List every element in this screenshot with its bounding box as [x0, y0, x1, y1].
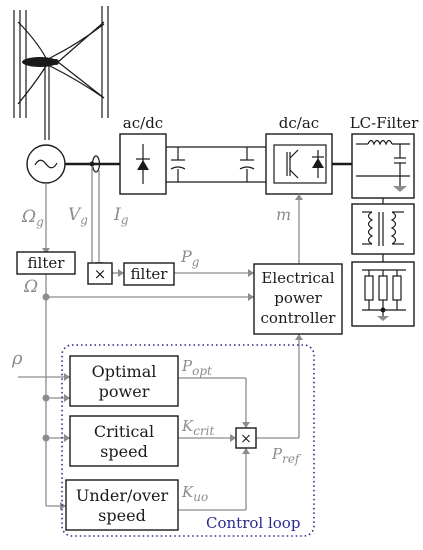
- optimal-power-line1: Optimal: [92, 362, 157, 381]
- p-opt-label: Popt: [181, 357, 212, 378]
- critical-speed-line1: Critical: [94, 422, 154, 441]
- under-over-speed-line1: Under/over: [76, 486, 169, 505]
- ground-icon: [393, 186, 407, 192]
- igbt-icon: [273, 144, 327, 184]
- voltage-current-probe-icon: [89, 155, 101, 173]
- under-over-speed-block: [65, 479, 179, 531]
- filter-block-1: [16, 251, 76, 275]
- critical-speed-line2: speed: [100, 442, 148, 461]
- acdc-label: ac/dc: [123, 114, 163, 132]
- filter-2-label: filter: [131, 265, 169, 283]
- i-g-label: Ig: [113, 205, 129, 227]
- rho-label: ρ: [11, 348, 23, 369]
- multiplier-block-2: [235, 427, 257, 449]
- under-over-speed-line2: speed: [98, 506, 146, 525]
- omega-g-label: Ωg: [21, 207, 44, 229]
- omega-label: Ω: [23, 277, 38, 297]
- control-loop-label: Control loop: [206, 514, 300, 532]
- multiplier-1-label: ×: [94, 265, 107, 283]
- optimal-power-line2: power: [99, 382, 150, 401]
- dcac-label: dc/ac: [279, 114, 319, 132]
- v-g-label: Vg: [68, 205, 88, 227]
- filter-1-label: filter: [28, 254, 66, 272]
- epc-line2: power: [274, 289, 322, 307]
- p-ref-label: Pref: [271, 445, 302, 466]
- multiplier-block-1: [87, 262, 113, 285]
- diode-icon: [136, 144, 150, 184]
- epc-line3: controller: [261, 309, 337, 327]
- dc-link: [166, 146, 266, 183]
- m-label: m: [276, 205, 291, 224]
- lc-filter-label: LC-Filter: [350, 114, 419, 132]
- critical-speed-block: [69, 415, 179, 467]
- filter-block-2: [123, 262, 175, 286]
- resistor-load-icon: [362, 269, 406, 321]
- signal-lines: [18, 166, 303, 511]
- p-g-label: Pg: [180, 247, 200, 269]
- optimal-power-block: [69, 355, 179, 407]
- electrical-power-controller-block: [253, 263, 343, 335]
- k-uo-label: Kuo: [181, 483, 208, 504]
- control-loop-frame: [61, 344, 315, 537]
- generator-icon: [26, 144, 66, 184]
- multiplier-2-label: ×: [240, 431, 252, 447]
- k-crit-label: Kcrit: [181, 417, 215, 438]
- inductor-icon: [356, 139, 410, 186]
- dcac-converter-block: [265, 133, 333, 195]
- epc-line1: Electrical: [261, 269, 334, 287]
- transformer-icon: [362, 211, 404, 246]
- wind-turbine-icon: [13, 6, 109, 140]
